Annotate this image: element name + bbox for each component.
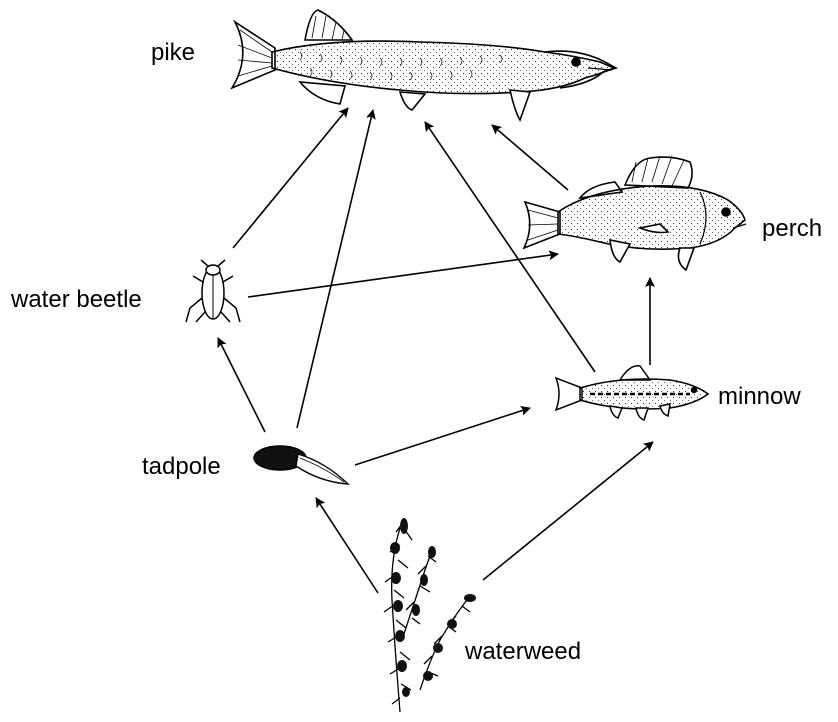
arrow-water-beetle-to-pike [233, 108, 348, 248]
pike-illustration [232, 10, 616, 120]
arrow-tadpole-to-pike [297, 110, 373, 428]
water-beetle-illustration [186, 260, 240, 322]
water-beetle-label: water beetle [11, 288, 142, 312]
pike-label: pike [151, 41, 195, 65]
tadpole-illustration [254, 446, 348, 484]
perch-illustration [524, 156, 746, 270]
arrow-waterweed-to-minnow [483, 442, 653, 580]
arrow-waterweed-to-tadpole [316, 498, 378, 593]
arrow-tadpole-to-minnow [355, 408, 530, 465]
arrow-tadpole-to-water-beetle [218, 338, 265, 432]
waterweed-illustration [384, 518, 476, 712]
arrow-perch-to-pike [492, 125, 568, 190]
arrow-water-beetle-to-perch [248, 254, 558, 297]
arrow-minnow-to-pike [425, 122, 595, 372]
perch-label: perch [762, 217, 822, 241]
tadpole-label: tadpole [142, 455, 221, 479]
minnow-illustration [556, 366, 708, 420]
minnow-label: minnow [718, 385, 801, 409]
waterweed-label: waterweed [465, 640, 581, 664]
